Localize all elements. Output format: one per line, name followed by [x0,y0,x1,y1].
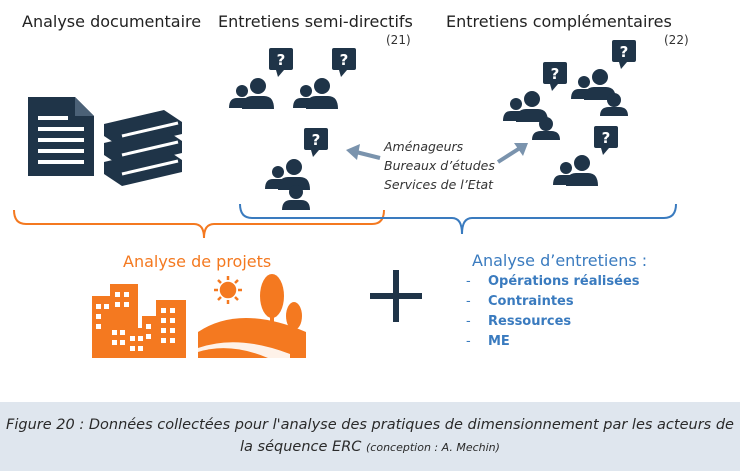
interview-analysis-list: -Opérations réalisées -Contraintes -Ress… [466,272,640,352]
figure-caption: Figure 20 : Données collectées pour l'an… [0,402,740,471]
person-question-icon [571,40,636,116]
heading-doc-analysis: Analyse documentaire [22,12,202,31]
plus-icon [370,270,422,322]
complementary-count: (22) [664,33,689,47]
list-item: -Ressources [466,314,572,329]
heading-complementary: Entretiens complémentaires [446,12,672,31]
person-question-icon [503,62,567,140]
caption-line-1: Figure 20 : Données collectées pour l'an… [6,417,734,433]
orange-brace [13,209,385,239]
document-icon [28,97,94,176]
arrow-icon [346,144,381,160]
diagram-graphics: ? [13,40,677,358]
blue-brace [239,203,677,235]
arrow-icon [496,143,528,164]
sun-icon [214,276,242,304]
heading-semi-directive: Entretiens semi-directifs [218,12,413,31]
person-question-icon [265,128,328,210]
actor-item: Services de l’Etat [384,177,494,192]
actor-item: Bureaux d’études [384,158,495,173]
list-item: -ME [466,334,510,349]
tree-icon [260,274,302,336]
caption-line-2: la séquence ERC (conception : A. Mechin) [240,439,500,455]
landscape-icon [198,318,306,358]
semi-directive-count: (21) [386,33,411,47]
caption-credit: (conception : A. Mechin) [366,441,500,454]
books-icon [104,110,182,186]
person-question-icon [293,48,356,109]
project-analysis-title: Analyse de projets [123,252,272,271]
interview-analysis-title: Analyse d’entretiens : [472,251,648,270]
person-question-icon [229,48,293,109]
actors-list: Aménageurs Bureaux d’études Services de … [384,137,495,194]
building-windows [96,292,175,351]
actor-item: Aménageurs [384,139,464,154]
list-item: -Opérations réalisées [466,274,640,289]
list-item: -Contraintes [466,294,574,309]
person-question-icon [553,126,618,186]
